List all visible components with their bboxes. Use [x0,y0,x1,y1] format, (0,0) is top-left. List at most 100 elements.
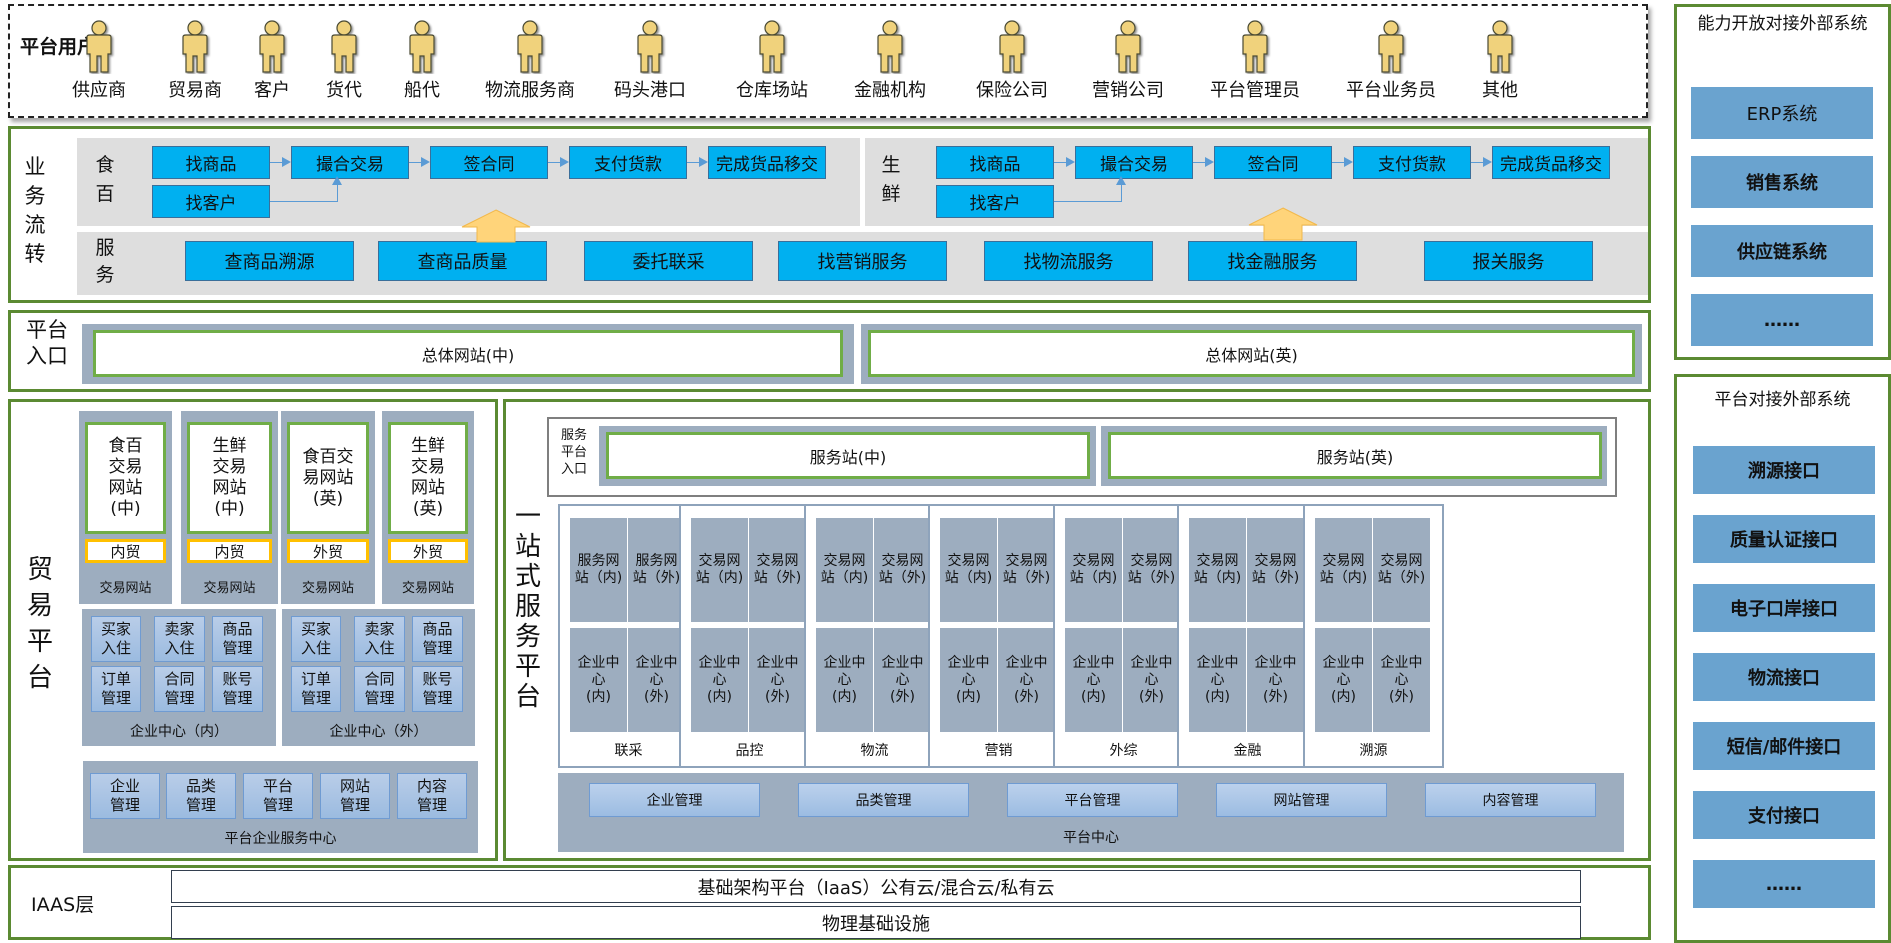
platform-center-button[interactable]: 平台管理 [1007,783,1178,817]
open-capability-item[interactable]: 销售系统 [1691,156,1873,208]
flow-step-food[interactable]: 撮合交易 [291,146,409,179]
module-tile[interactable]: 企业中 心 (内) [691,628,748,732]
flow-arrow-icon [282,157,291,167]
module-tile[interactable]: 企业中 心 (内) [816,628,873,732]
enterprise-function-button[interactable]: 卖家 入住 [354,616,405,662]
enterprise-function-button[interactable]: 账号 管理 [412,666,463,712]
trade-site-card[interactable]: 食百交 易网站 (英) [287,422,369,534]
external-interfaces-panel: 平台对接外部系统 溯源接口质量认证接口电子口岸接口物流接口短信/邮件接口支付接口… [1674,374,1891,943]
module-tile[interactable]: 交易网 站（外) [874,518,931,622]
service-button[interactable]: 查商品溯源 [185,241,354,281]
module-tile[interactable]: 企业中 心 (外) [998,628,1055,732]
module-tile[interactable]: 交易网 站（外) [749,518,806,622]
module-tile[interactable]: 交易网 站（内) [1065,518,1122,622]
service-center-button[interactable]: 平台 管理 [243,773,313,819]
platform-center-button[interactable]: 企业管理 [589,783,760,817]
module-tile[interactable]: 交易网 站（内) [1189,518,1246,622]
module-tile[interactable]: 服务网 站（内) [570,518,627,622]
module-tile[interactable]: 企业中 心 (内) [570,628,627,732]
external-interface-item[interactable]: 短信/邮件接口 [1693,722,1875,770]
enterprise-function-button[interactable]: 合同 管理 [354,666,405,712]
flow-step-food[interactable]: 签合同 [430,146,548,179]
external-interface-item[interactable]: 电子口岸接口 [1693,584,1875,632]
enterprise-function-button[interactable]: 订单 管理 [91,666,141,712]
open-capability-item[interactable]: 供应链系统 [1691,225,1873,277]
module-tile[interactable]: 交易网 站（外) [1123,518,1180,622]
service-center-button[interactable]: 网站 管理 [320,773,390,819]
service-button[interactable]: 委托联采 [584,241,753,281]
module-name: 外综 [1109,743,1138,759]
trade-site-card[interactable]: 生鲜 交易 网站 (中) [187,422,272,534]
service-button[interactable]: 查商品质量 [378,241,547,281]
module-tile[interactable]: 企业中 心 (外) [1123,628,1180,732]
service-center-button[interactable]: 品类 管理 [166,773,236,819]
module-tile[interactable]: 企业中 心 (外) [749,628,806,732]
module-tile[interactable]: 交易网 站（内) [1315,518,1372,622]
platform-center-button[interactable]: 品类管理 [798,783,969,817]
external-interface-item[interactable]: 支付接口 [1693,791,1875,839]
open-capability-title: 能力开放对接外部系统 [1697,14,1868,34]
flow-step-fresh[interactable]: 找商品 [936,146,1054,179]
flow-step-fresh[interactable]: 签合同 [1214,146,1332,179]
module-tile[interactable]: 交易网 站（外) [1373,518,1430,622]
module-tile[interactable]: 交易网 站（外) [1247,518,1304,622]
service-center-button[interactable]: 内容 管理 [397,773,467,819]
flow-step-fresh[interactable]: 支付货款 [1353,146,1471,179]
trade-site-card[interactable]: 生鲜 交易 网站 (英) [388,422,468,534]
platform-center-button[interactable]: 内容管理 [1425,783,1596,817]
trade-site-card[interactable]: 食百 交易 网站 (中) [85,422,166,534]
module-tile[interactable]: 企业中 心 (内) [1315,628,1372,732]
user-item: 金融机构 [835,20,945,102]
trade-platform-panel: 贸 易 平 台 食百 交易 网站 (中)内贸交易网站生鲜 交易 网站 (中)内贸… [8,399,498,861]
open-capability-item[interactable]: ERP系统 [1691,87,1873,139]
service-module: 交易网 站（内)交易网 站（外)企业中 心 (内)企业中 心 (外)营销 [928,504,1069,768]
station-en[interactable]: 服务站(英) [1108,432,1602,479]
station-cn[interactable]: 服务站(中) [606,432,1090,479]
find-customer-food[interactable]: 找客户 [152,185,270,218]
module-tile[interactable]: 交易网 站（内) [816,518,873,622]
flow-step-food[interactable]: 支付货款 [569,146,687,179]
service-button[interactable]: 报关服务 [1424,241,1593,281]
enterprise-function-button[interactable]: 合同 管理 [154,666,205,712]
connector-line [1121,184,1122,202]
module-tile[interactable]: 企业中 心 (外) [1373,628,1430,732]
flow-step-fresh[interactable]: 完成货品移交 [1492,146,1610,179]
connector-arrow-icon [1116,176,1126,185]
enterprise-function-button[interactable]: 买家 入住 [91,616,141,662]
flow-arrow-icon [1066,157,1075,167]
service-module: 交易网 站（内)交易网 站（外)企业中 心 (内)企业中 心 (外)金融 [1177,504,1318,768]
module-tile[interactable]: 企业中 心 (外) [628,628,685,732]
enterprise-function-button[interactable]: 买家 入住 [291,616,341,662]
find-customer-fresh[interactable]: 找客户 [936,185,1054,218]
platform-center-button[interactable]: 网站管理 [1216,783,1387,817]
module-tile[interactable]: 企业中 心 (外) [874,628,931,732]
flow-step-food[interactable]: 完成货品移交 [708,146,826,179]
module-tile[interactable]: 企业中 心 (内) [1065,628,1122,732]
module-tile[interactable]: 服务网 站（外) [628,518,685,622]
service-center-button[interactable]: 企业 管理 [90,773,160,819]
external-interface-item[interactable]: …… [1693,860,1875,908]
external-interface-item[interactable]: 溯源接口 [1693,446,1875,494]
flow-step-food[interactable]: 找商品 [152,146,270,179]
external-interface-item[interactable]: 物流接口 [1693,653,1875,701]
module-tile[interactable]: 交易网 站（外) [998,518,1055,622]
module-tile[interactable]: 企业中 心 (内) [940,628,997,732]
service-button[interactable]: 找物流服务 [984,241,1153,281]
service-button[interactable]: 找金融服务 [1188,241,1357,281]
module-tile[interactable]: 企业中 心 (内) [1189,628,1246,732]
enterprise-function-button[interactable]: 商品 管理 [412,616,463,662]
site-cn[interactable]: 总体网站(中) [93,330,843,377]
flow-step-fresh[interactable]: 撮合交易 [1075,146,1193,179]
external-interface-item[interactable]: 质量认证接口 [1693,515,1875,563]
enterprise-function-button[interactable]: 卖家 入住 [154,616,205,662]
open-capability-item[interactable]: …… [1691,294,1873,346]
enterprise-function-button[interactable]: 账号 管理 [212,666,263,712]
module-tile[interactable]: 交易网 站（内) [691,518,748,622]
enterprise-function-button[interactable]: 订单 管理 [291,666,341,712]
module-tile[interactable]: 交易网 站（内) [940,518,997,622]
service-button[interactable]: 找营销服务 [778,241,947,281]
enterprise-function-button[interactable]: 商品 管理 [212,616,263,662]
module-tile[interactable]: 企业中 心 (外) [1247,628,1304,732]
site-en[interactable]: 总体网站(英) [868,330,1635,377]
service-center: 企业 管理品类 管理平台 管理网站 管理内容 管理 平台企业服务中心 [83,761,478,853]
